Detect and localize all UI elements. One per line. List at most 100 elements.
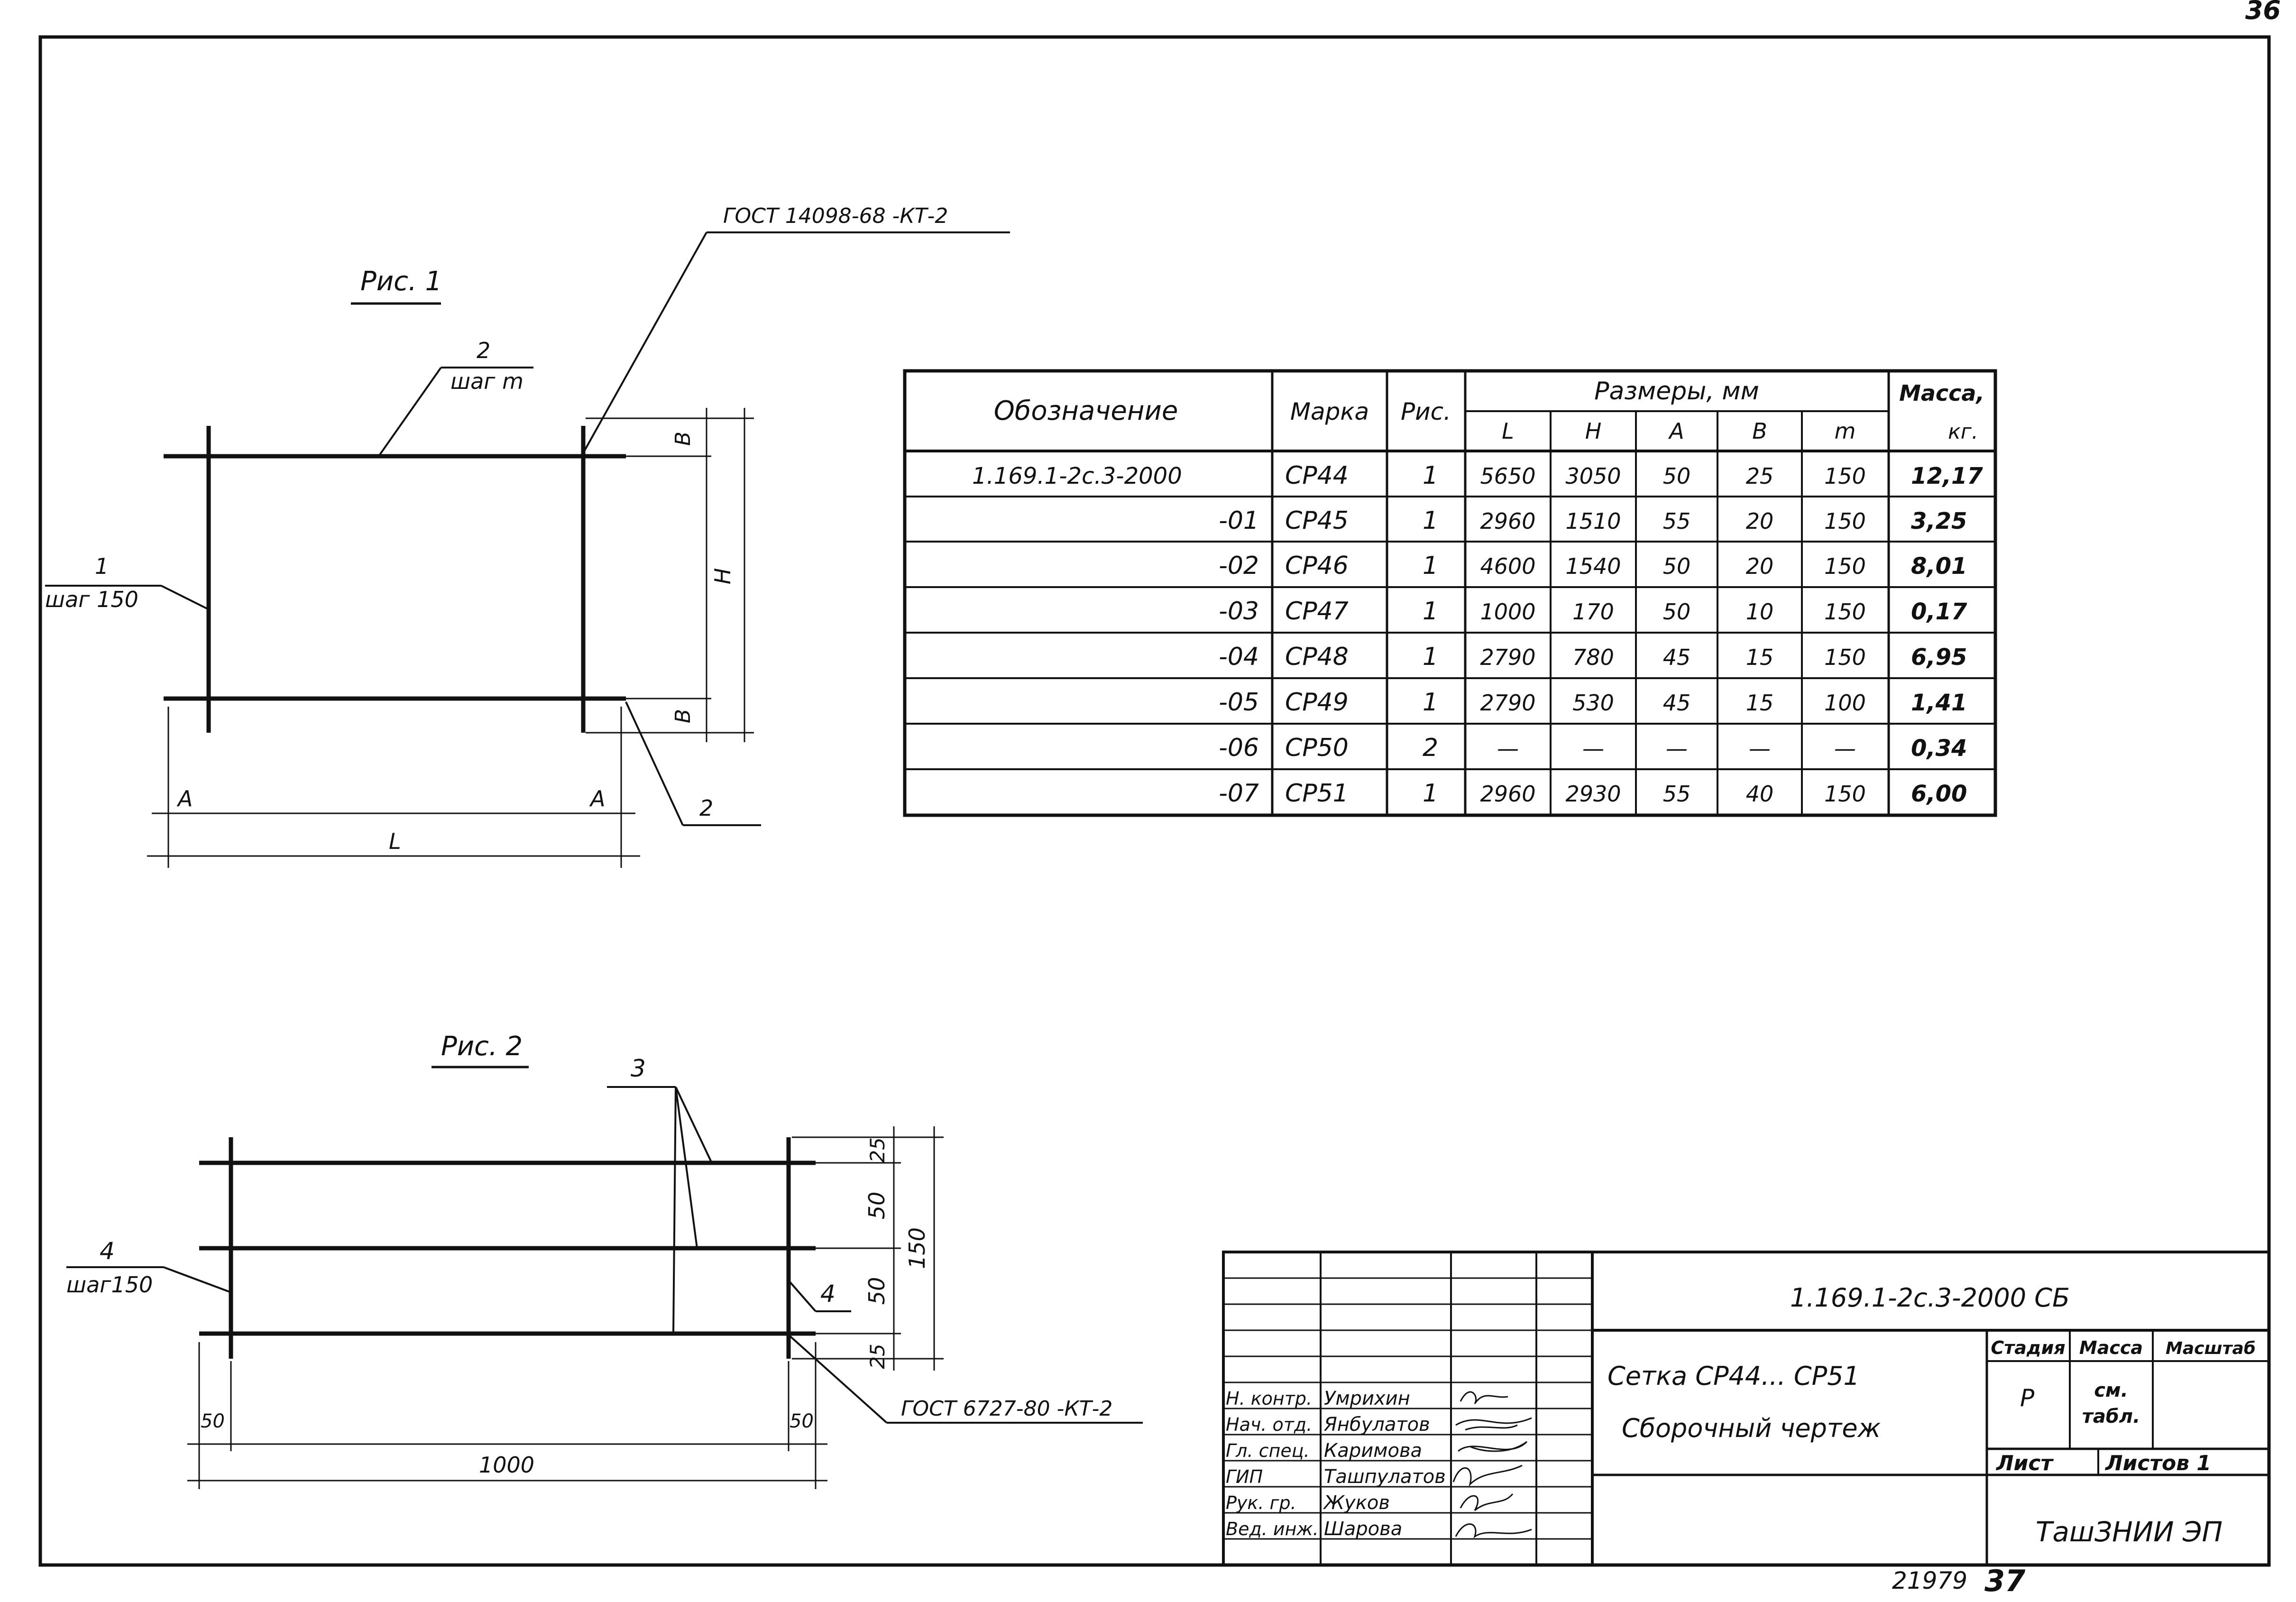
- cell-h: 170: [1572, 599, 1614, 625]
- cell-l: 2960: [1480, 508, 1535, 534]
- cell-designation: -01: [1219, 506, 1259, 535]
- signature-mark: [1460, 1391, 1508, 1404]
- cell-b: —: [1749, 736, 1771, 761]
- tb-sheet-label: Лист: [1995, 1451, 2054, 1475]
- cell-mass: 0,34: [1911, 735, 1967, 762]
- cell-b: 10: [1746, 599, 1774, 625]
- cell-a: 50: [1663, 599, 1691, 625]
- fig1-dim-a-right: А: [589, 786, 605, 811]
- cell-m: 150: [1824, 463, 1866, 489]
- tb-mass-label: Масса: [2079, 1337, 2143, 1358]
- cell-l: —: [1497, 736, 1519, 761]
- fig2-label-3-leader-b: [675, 1086, 698, 1249]
- cell-m: 150: [1824, 644, 1866, 670]
- signature-mark: [1460, 1493, 1514, 1511]
- tb-doc-type: Сборочный чертеж: [1622, 1413, 1881, 1443]
- cell-h: 1540: [1565, 553, 1621, 579]
- fig1-title: Рис. 1: [360, 266, 442, 297]
- cell-mark: СР48: [1285, 643, 1349, 671]
- drawing-frame: [38, 35, 2271, 1567]
- cell-fig: 1: [1423, 461, 1438, 490]
- hdr-m: m: [1835, 418, 1856, 444]
- tb-sign-name: Жуков: [1322, 1492, 1390, 1514]
- fig2-label-3-leader-c: [672, 1086, 677, 1333]
- hdr-sizes: Размеры, мм: [1594, 377, 1759, 405]
- fig2-label-4-left-sub: шаг150: [66, 1272, 153, 1298]
- cell-m: 100: [1824, 690, 1866, 716]
- hdr-mass-1: Масса,: [1899, 380, 1984, 406]
- cell-mass: 1,41: [1911, 690, 1967, 716]
- fig1-label-2-bottom: 2: [699, 795, 713, 821]
- cell-designation: -02: [1219, 552, 1259, 580]
- figure-1: Рис. 1 ГОСТ 14098-68 -КТ-2 2 шаг m 1 шаг…: [45, 204, 1010, 868]
- cell-fig: 1: [1423, 688, 1438, 717]
- cell-mark: СР46: [1285, 552, 1349, 580]
- cell-a: 45: [1663, 690, 1691, 716]
- cell-designation: 1.169.1-2с.3-2000: [972, 463, 1182, 489]
- fig2-dim-1000: 1000: [479, 1452, 534, 1478]
- fig2-dim-50-left: 50: [201, 1410, 225, 1432]
- cell-designation: -07: [1219, 779, 1259, 808]
- cell-a: 55: [1663, 781, 1691, 807]
- cell-b: 15: [1746, 644, 1774, 670]
- fig1-label-2b-leader: [625, 701, 684, 826]
- hdr-b: В: [1752, 418, 1767, 444]
- cell-fig: 1: [1423, 643, 1438, 671]
- cell-b: 20: [1746, 553, 1774, 579]
- cell-l: 2790: [1480, 690, 1535, 716]
- tb-sign-role: Нач. отд.: [1226, 1414, 1312, 1435]
- fig2-dim-50-right: 50: [790, 1410, 814, 1432]
- fig2-dim-150: 150: [904, 1227, 930, 1269]
- fig1-dim-a-left: А: [176, 786, 193, 811]
- cell-mark: СР47: [1285, 597, 1349, 626]
- title-block: 1.169.1-2с.3-2000 СБ Сетка СР44... СР51 …: [1222, 1251, 2270, 1566]
- fig2-dim-25-bottom: 25: [866, 1344, 889, 1369]
- cell-mark: СР49: [1285, 688, 1349, 717]
- cell-fig: 1: [1423, 552, 1438, 580]
- fig1-gost-leader: [582, 232, 707, 453]
- tb-organization: ТашЗНИИ ЭП: [2036, 1516, 2223, 1548]
- cell-fig: 2: [1423, 734, 1438, 762]
- tb-scale-label: Масштаб: [2166, 1339, 2256, 1358]
- hdr-a: А: [1668, 418, 1684, 444]
- cell-fig: 1: [1423, 597, 1438, 626]
- tb-stage-label: Стадия: [1991, 1337, 2065, 1358]
- hdr-mass-2: кг.: [1948, 420, 1978, 444]
- hdr-l: L: [1502, 418, 1514, 444]
- cell-b: 40: [1746, 781, 1774, 807]
- cell-m: 150: [1824, 508, 1866, 534]
- fig1-dim-h: Н: [710, 568, 735, 585]
- fig2-title: Рис. 2: [441, 1031, 523, 1062]
- fig1-label-2-leader: [378, 367, 442, 456]
- cell-mass: 3,25: [1911, 508, 1967, 534]
- tb-sign-role: Н. контр.: [1226, 1388, 1312, 1409]
- tb-sign-name: Янбулатов: [1323, 1414, 1430, 1436]
- cell-a: 50: [1663, 553, 1691, 579]
- cell-m: 150: [1824, 599, 1866, 625]
- tb-doc-code: 1.169.1-2с.3-2000 СБ: [1790, 1283, 2070, 1313]
- cell-b: 20: [1746, 508, 1774, 534]
- cell-h: 530: [1572, 690, 1614, 716]
- fig1-dim-l: L: [389, 829, 401, 854]
- tb-sign-role: ГИП: [1226, 1466, 1263, 1487]
- cell-mass: 6,00: [1911, 781, 1967, 807]
- fig2-label-4-left: 4: [100, 1237, 115, 1265]
- tb-sheets-label: Листов 1: [2104, 1451, 2211, 1475]
- cell-l: 2960: [1480, 781, 1535, 807]
- cell-h: 780: [1572, 644, 1614, 670]
- cell-mark: СР50: [1285, 734, 1349, 762]
- cell-b: 15: [1746, 690, 1774, 716]
- cell-l: 1000: [1480, 599, 1535, 625]
- fig2-gost-leader: [786, 1333, 888, 1424]
- tb-item-name: Сетка СР44... СР51: [1607, 1361, 1860, 1391]
- cell-l: 5650: [1480, 463, 1535, 489]
- hdr-designation: Обозначение: [994, 396, 1178, 426]
- fig1-label-2-sub: шаг m: [450, 368, 523, 394]
- cell-b: 25: [1746, 463, 1774, 489]
- cell-mass: 12,17: [1911, 463, 1983, 489]
- hdr-mark: Марка: [1290, 398, 1369, 425]
- cell-mass: 0,17: [1911, 598, 1967, 625]
- fig1-label-1: 1: [95, 553, 109, 579]
- signature-mark: [1452, 1464, 1523, 1487]
